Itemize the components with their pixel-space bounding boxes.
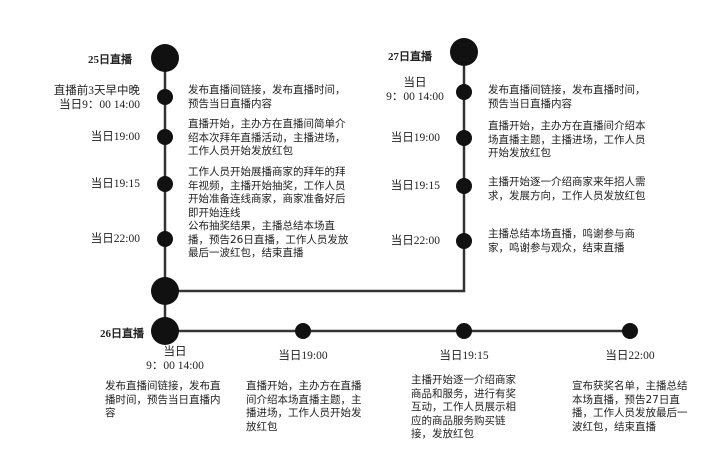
event-time: 当日19:15 bbox=[439, 350, 489, 362]
event-time: 当日19:15 bbox=[390, 180, 440, 192]
event-desc: 工作人员开始展播商家的拜年的拜 年视频，主播开始抽奖，工作人员 开始准备连线商家… bbox=[188, 166, 346, 219]
node bbox=[157, 231, 173, 247]
day25-start-node bbox=[151, 44, 179, 72]
node bbox=[157, 89, 173, 105]
event-time: 当日19:00 bbox=[278, 350, 328, 362]
event-time: 当日19:00 bbox=[390, 132, 440, 144]
event-desc: 直播开始，主办方在直播间介绍本 场直播主题，主播进场，工作人员 开始发放红包 bbox=[488, 120, 646, 159]
event-desc: 发布直播间链接，发布直播时间， 预告当日直播内容 bbox=[488, 84, 646, 110]
event-time: 当日 9：00 14:00 bbox=[146, 346, 204, 372]
node bbox=[456, 130, 472, 146]
node bbox=[295, 323, 311, 339]
node bbox=[157, 129, 173, 145]
event-desc: 直播开始，主办方在直播 间介绍本场直播主题，主 播进场，工作人员开始发 放红包 bbox=[246, 380, 362, 433]
event-desc: 主播开始逐一介绍商家来年招人需 求，发展方向，工作人员发放红包 bbox=[488, 176, 646, 202]
event-time: 直播前3天早中晚 当日9：00 14:00 bbox=[53, 85, 140, 111]
event-time: 当日22:00 bbox=[605, 350, 655, 362]
junction-node bbox=[151, 277, 179, 305]
event-time: 当日 9：00 14:00 bbox=[386, 77, 444, 103]
node bbox=[456, 178, 472, 194]
event-time: 当日19:15 bbox=[90, 178, 140, 190]
event-time: 当日19:00 bbox=[90, 131, 140, 143]
event-time: 当日22:00 bbox=[390, 235, 440, 247]
event-desc: 主播开始逐一介绍商家 商品和服务，进行有奖 互动，工作人员展示相 应的商品服务购… bbox=[411, 374, 516, 440]
node bbox=[157, 176, 173, 192]
node bbox=[456, 323, 472, 339]
day27-start-node bbox=[450, 38, 478, 66]
day27-title: 27日直播 bbox=[388, 51, 432, 63]
day25-title: 25日直播 bbox=[88, 54, 132, 66]
node bbox=[622, 323, 638, 339]
event-desc: 主播总结本场直播，鸣谢参与商 家，鸣谢参与观众，结束直播 bbox=[488, 228, 635, 254]
day26-title: 26日直播 bbox=[100, 328, 144, 340]
node bbox=[456, 233, 472, 249]
event-desc: 公布抽奖结果，主播总结本场直 播，预告26日直播，工作人员发放 最后一波红包，结… bbox=[188, 220, 349, 259]
event-desc: 宣布获奖名单，主播总结 本场直播，预告27日直 播，工作人员发放最后一 波红包，… bbox=[572, 380, 688, 433]
node bbox=[456, 84, 472, 100]
event-desc: 发布直播间链接，发布直 播时间，预告当日直播内 容 bbox=[105, 380, 221, 419]
day26-start-node bbox=[151, 317, 179, 345]
event-time: 当日22:00 bbox=[90, 233, 140, 245]
event-desc: 直播开始，主办方在直播间简单介 绍本次拜年直播活动，主播进场， 工作人员开始发放… bbox=[188, 118, 346, 157]
event-desc: 发布直播间链接，发布直播时间， 预告当日直播内容 bbox=[188, 84, 346, 110]
